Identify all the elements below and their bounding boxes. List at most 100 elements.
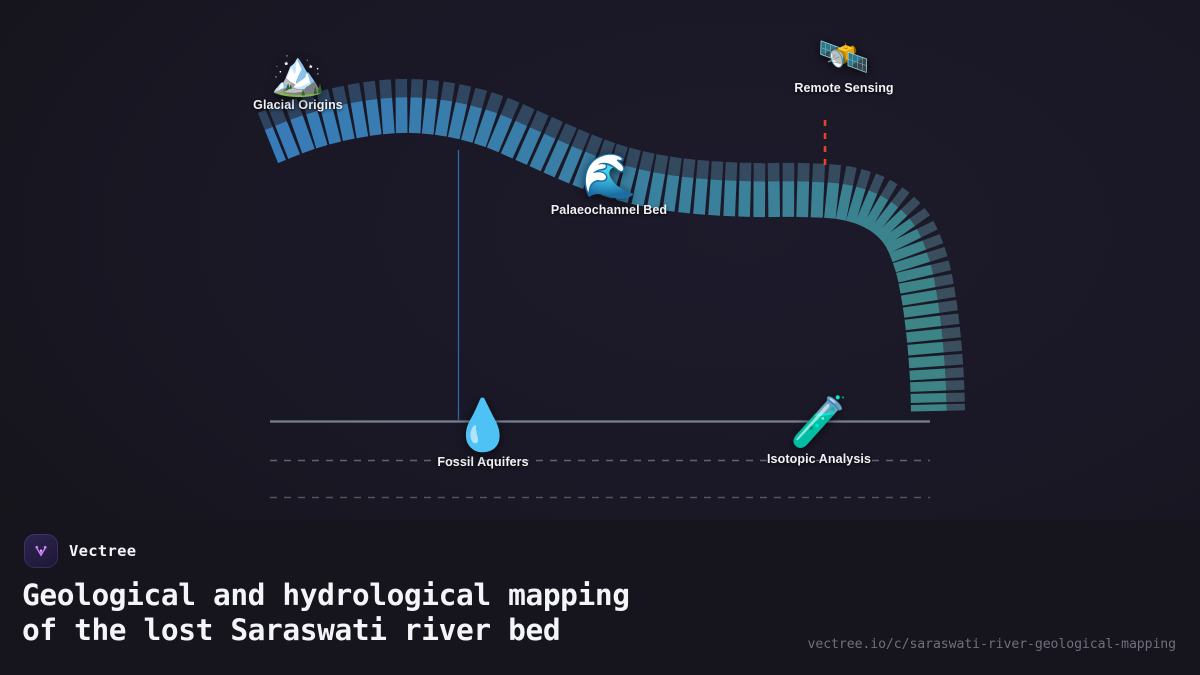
page-url[interactable]: vectree.io/c/saraswati-river-geological-…	[807, 637, 1177, 652]
river-segment	[827, 164, 841, 184]
river-segment	[908, 355, 945, 369]
river-segment	[290, 115, 315, 154]
river-segment	[768, 181, 780, 218]
river-segment	[421, 98, 438, 135]
river-segment	[753, 163, 766, 182]
river-segment	[936, 286, 956, 300]
river-segment	[662, 174, 680, 212]
river-segment	[907, 341, 944, 356]
river-segment	[410, 79, 424, 98]
river-segment	[941, 326, 961, 340]
river-segment	[500, 120, 528, 159]
river-segment	[906, 328, 943, 343]
river-segment	[904, 315, 942, 331]
river-segment	[275, 121, 300, 159]
river-segment	[710, 161, 724, 181]
river-segment	[896, 264, 934, 283]
node-label-remote-sensing: Remote Sensing	[794, 81, 894, 95]
river-segment	[440, 81, 456, 102]
river-segment	[835, 183, 853, 221]
river-segment	[842, 165, 857, 186]
river-segment	[601, 161, 623, 199]
river-segment	[379, 79, 393, 99]
river-segment	[945, 380, 965, 391]
node-remote-sensing[interactable]: 🛰️ Remote Sensing	[779, 32, 909, 96]
river-segment	[753, 181, 766, 218]
river-segment	[485, 92, 504, 114]
river-segment	[515, 127, 542, 165]
river-segment	[316, 89, 333, 110]
river-segment	[264, 126, 286, 164]
river-segment	[938, 300, 958, 313]
river-segment	[910, 404, 947, 412]
river-segment	[693, 178, 708, 215]
river-segment	[810, 181, 825, 218]
mountain-snow-icon: 🏔️	[270, 48, 326, 99]
page-title-line-1: Geological and hydrological mapping	[22, 578, 630, 612]
river-segment	[447, 102, 468, 140]
test-tube-icon: 🧪	[787, 392, 851, 452]
node-palaeochannel-bed[interactable]: 🌊 Palaeochannel Bed	[544, 155, 674, 218]
river-segment	[782, 181, 795, 217]
river-segment	[347, 82, 363, 103]
river-segment	[945, 367, 964, 379]
river-segment	[653, 154, 669, 175]
river-segment	[571, 129, 590, 151]
brand-name: Vectree	[69, 542, 137, 560]
river-segment	[862, 195, 889, 231]
river-segment	[916, 220, 938, 238]
river-ribbon	[257, 78, 965, 412]
river-segment	[856, 169, 871, 190]
river-segment	[515, 104, 535, 126]
river-segment	[933, 273, 954, 288]
river-segment	[946, 392, 965, 403]
river-segment	[500, 97, 520, 120]
node-isotopic-analysis[interactable]: 🧪 Isotopic Analysis	[754, 392, 884, 466]
river-segment	[331, 85, 348, 107]
river-segment	[739, 162, 752, 182]
river-segment	[767, 162, 780, 182]
node-glacial-origins[interactable]: 🏔️ Glacial Origins	[233, 48, 363, 113]
river-segment	[529, 110, 549, 133]
river-segment	[639, 151, 655, 172]
river-segment	[942, 340, 963, 353]
river-segment	[268, 104, 287, 126]
river-segment	[350, 101, 369, 139]
river-segment	[909, 208, 930, 226]
river-segment	[854, 190, 878, 227]
river-segment	[884, 229, 922, 254]
river-segment	[910, 380, 947, 392]
river-segment	[880, 218, 915, 247]
river-segment	[425, 79, 440, 100]
river-segment	[257, 109, 273, 130]
river-segment	[797, 162, 810, 182]
river-segment	[796, 181, 810, 218]
river-segment	[946, 403, 965, 411]
river-segment	[681, 158, 696, 178]
river-segment	[667, 156, 682, 177]
river-segment	[892, 252, 930, 273]
brand-block[interactable]: Vectree	[24, 534, 136, 568]
river-segment	[301, 93, 318, 115]
river-segment	[455, 84, 472, 105]
river-segment	[812, 163, 825, 183]
river-segment	[380, 97, 395, 135]
river-segment	[585, 134, 603, 156]
river-segment	[922, 234, 944, 250]
river-segment	[598, 139, 616, 161]
river-segment	[611, 143, 628, 165]
river-segment	[284, 98, 303, 120]
node-fossil-aquifers[interactable]: 💧 Fossil Aquifers	[418, 400, 548, 469]
river-segment	[306, 110, 328, 149]
river-segment	[616, 165, 637, 203]
node-label-isotopic-analysis: Isotopic Analysis	[766, 452, 872, 466]
satellite-icon: 🛰️	[817, 32, 871, 81]
river-segment	[624, 147, 641, 169]
river-segment	[824, 182, 840, 219]
poster-footer: Vectree Geological and hydrological mapp…	[0, 520, 1200, 675]
river-segment	[738, 180, 751, 217]
river-segment	[586, 156, 610, 195]
river-segment	[558, 123, 577, 145]
river-segment	[846, 186, 866, 224]
river-segment	[875, 209, 908, 241]
